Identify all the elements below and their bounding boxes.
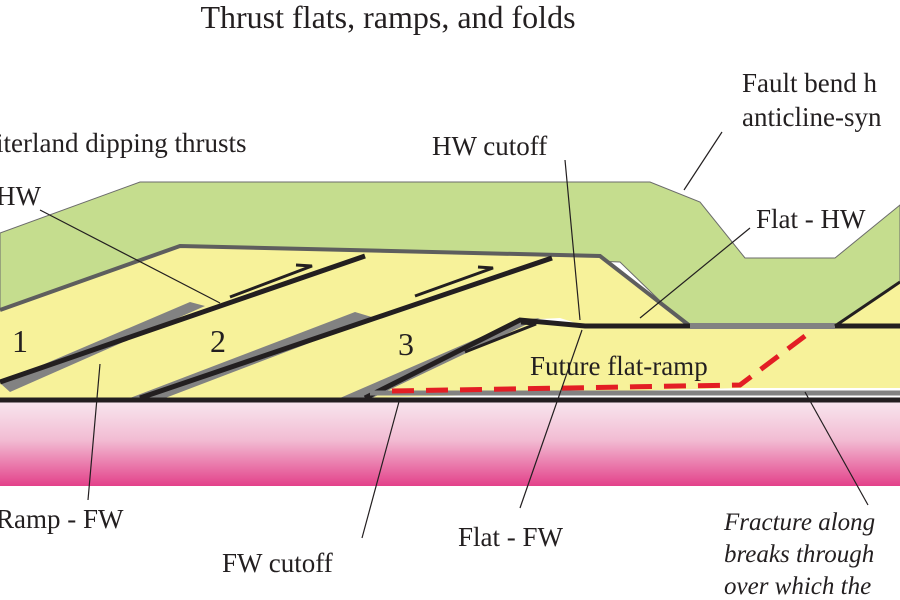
label-fw-cutoff: FW cutoff [222,548,333,578]
future-flat-ramp-line [391,334,807,394]
leader-hw [39,209,221,304]
thrust-2-fault [139,255,553,401]
sheet-top-outline [0,243,692,328]
label-fracture-line-2: breaks through [724,541,874,568]
thrust-1-fault [0,253,366,385]
label-thrust-1: 1 [12,323,28,359]
slip-arrow-2 [414,265,494,298]
thrust-3-fault [363,317,690,401]
diagram-title: Thrust flats, ramps, and folds [200,0,575,35]
label-hw-cutoff: HW cutoff [432,131,547,161]
label-thrust-3: 3 [398,326,414,362]
leader-fault-bend [683,131,723,191]
label-fracture-line-3: over which the [724,573,871,600]
label-flat-hw: Flat - HW [756,204,866,234]
slip-arrow-1 [229,263,313,299]
leader-fracture [804,391,869,506]
label-ramp-fw: Ramp - FW [0,504,124,534]
leader-hw-cutoff [564,159,581,321]
leader-ramp-fw [87,363,101,501]
label-anticline-syncline: anticline-syn [742,102,882,132]
leader-flat-fw [519,329,583,509]
label-fracture-line-1: Fracture along [723,509,875,536]
label-hinterland-dipping-thrusts: iterland dipping thrusts [0,128,246,158]
label-future-flat-ramp: Future flat-ramp [530,351,708,381]
label-hw: HW [0,181,41,211]
label-fault-bend: Fault bend h [742,68,877,98]
label-flat-fw: Flat - FW [458,522,564,552]
basement-layer [0,402,900,486]
right-ramp [834,280,900,328]
label-thrust-2: 2 [210,323,226,359]
leader-fw-cutoff [361,397,401,539]
leader-flat-hw [639,227,751,319]
slip-arrow-3 [464,321,537,354]
